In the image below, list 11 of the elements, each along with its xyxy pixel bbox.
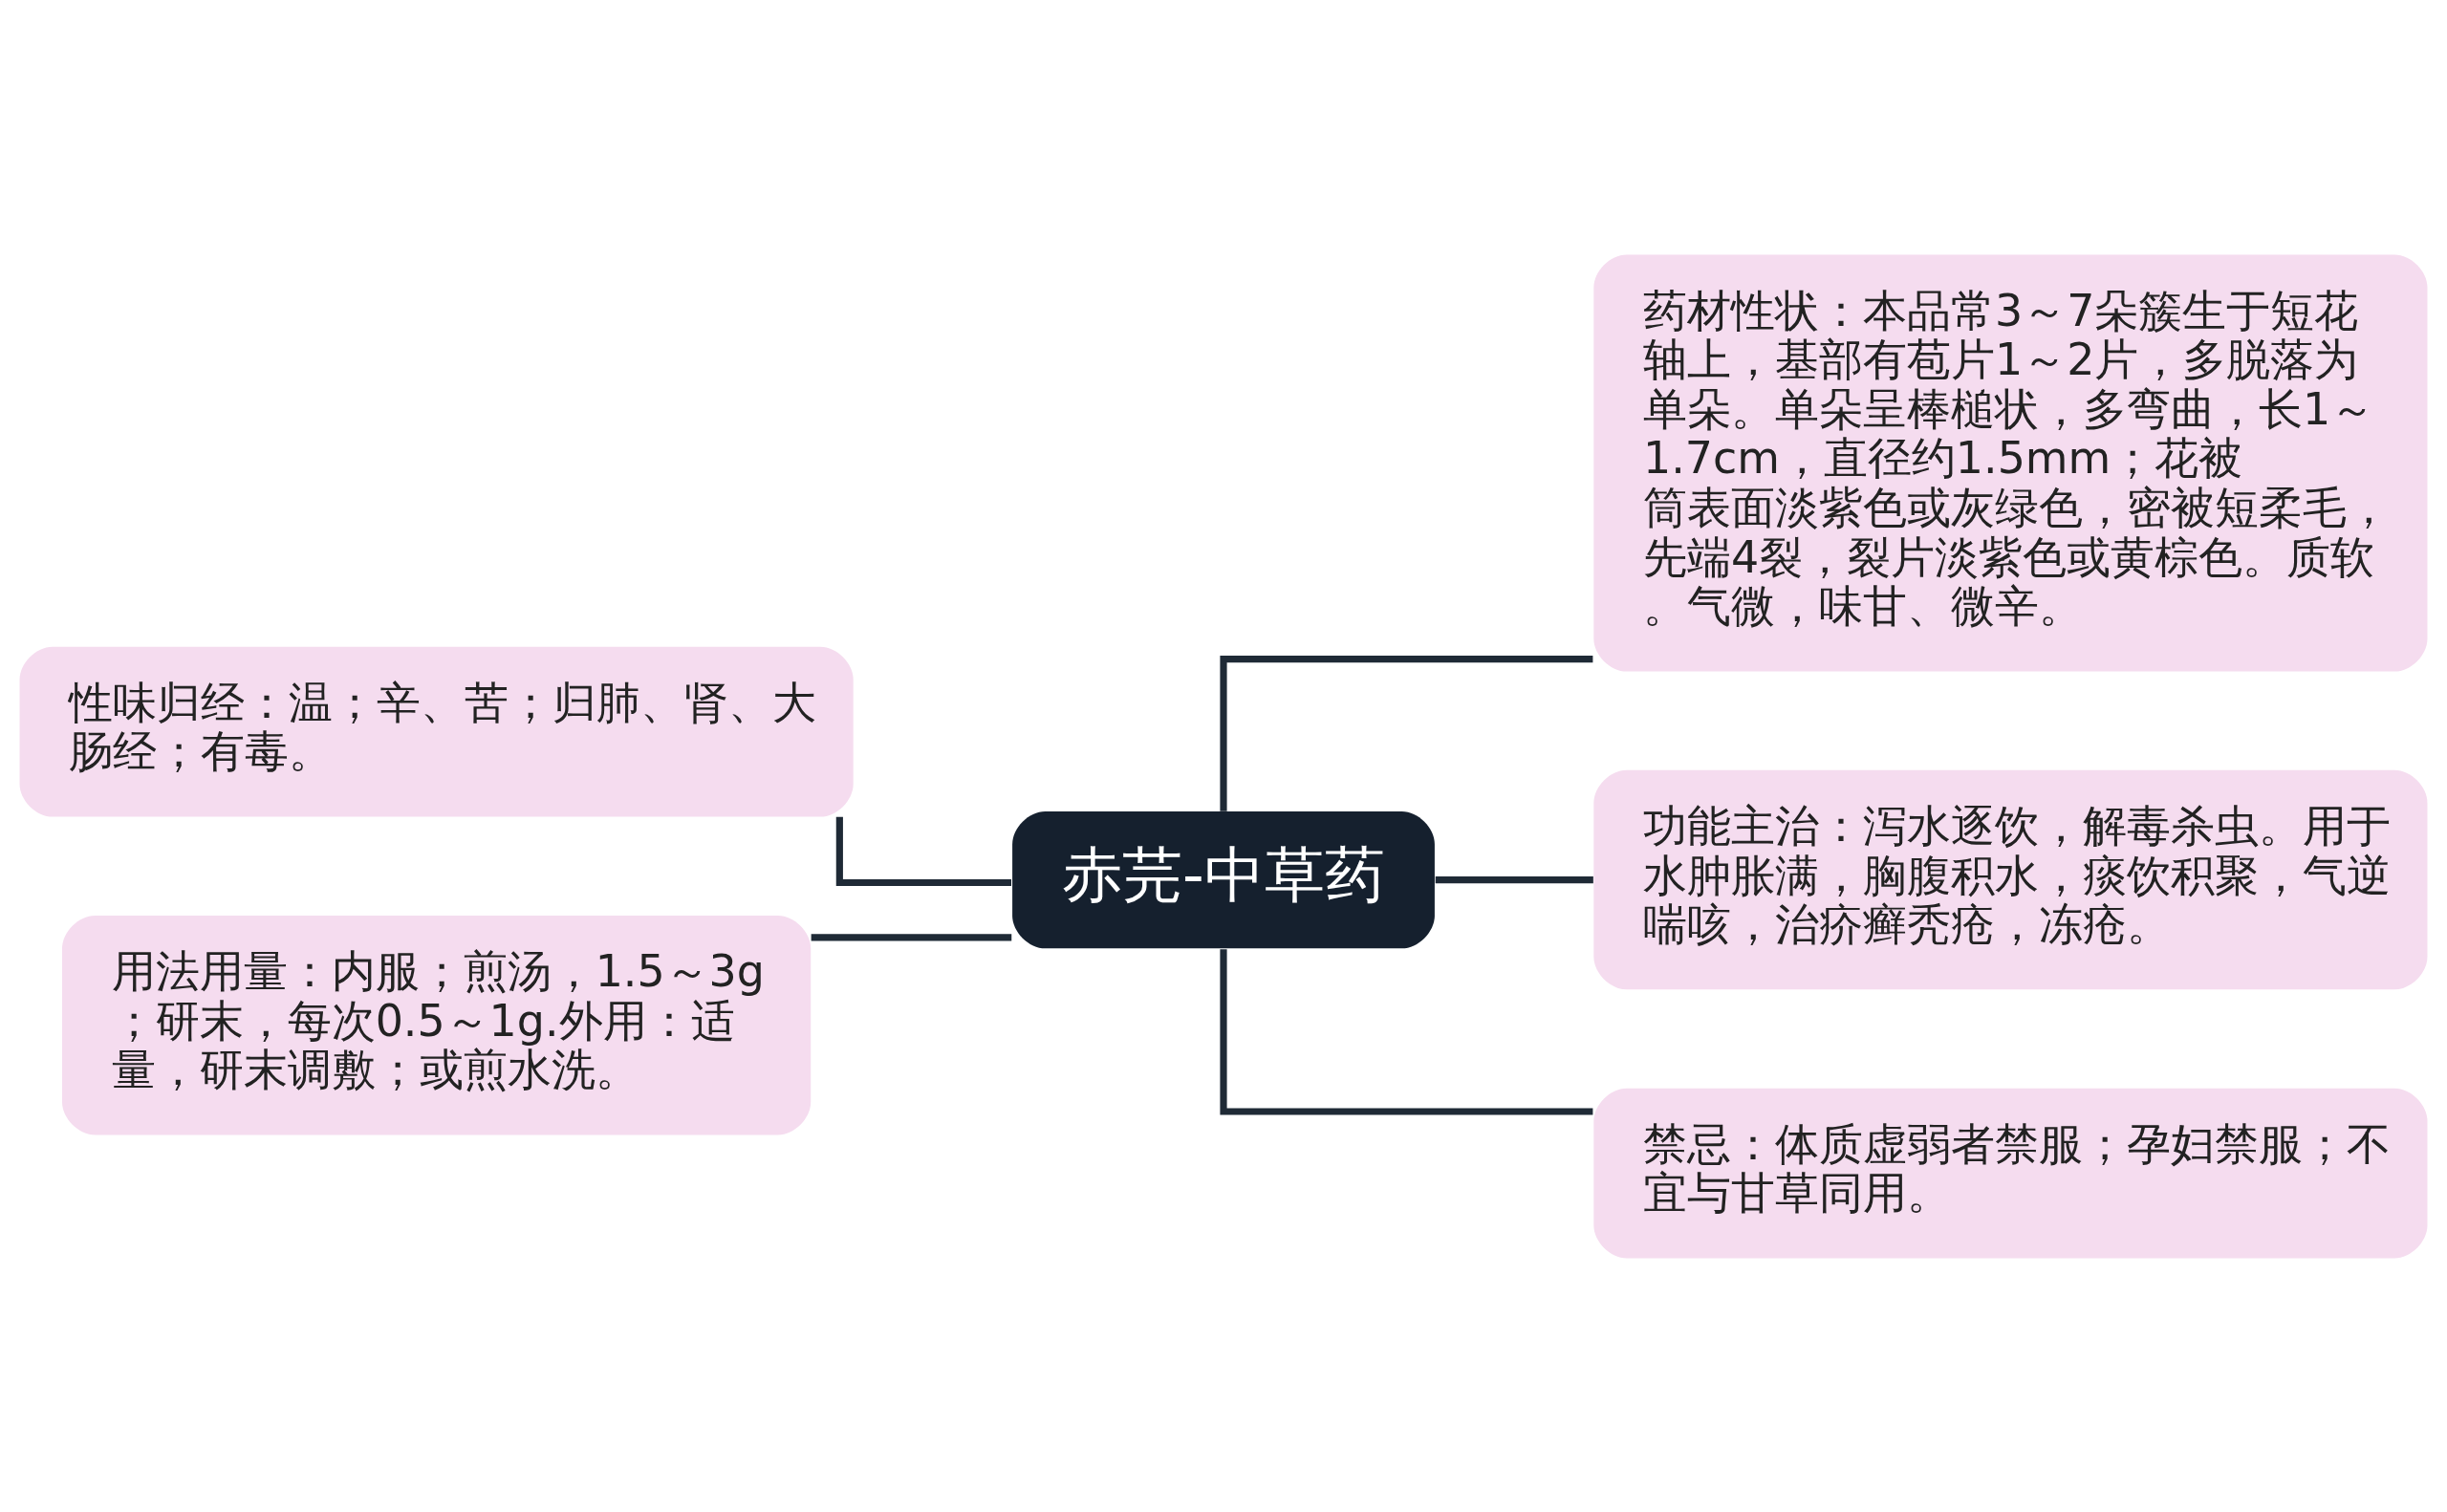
connector xyxy=(1220,655,1593,811)
connector xyxy=(835,816,1012,886)
connector xyxy=(1435,875,1593,883)
connector xyxy=(811,933,1012,940)
node-box: 赤芫-中草药 xyxy=(1012,810,1435,948)
node-box: 功能主治：泻水逐饮，解毒杀虫。用于水肿胀满，胸腹积水，痰饮积聚，气逆喘咳，治疥癣秃疮，冻疮。 xyxy=(1593,769,2428,989)
node-box: 禁忌：体质虚弱者禁服；孕妇禁服；不宜与甘草同用。 xyxy=(1593,1088,2428,1258)
node-box: 性味归经：温；辛、苦；归肺、肾、大肠经；有毒。 xyxy=(19,646,854,817)
node-box: 药材性状：本品常3～7朵簇生于短花轴上，基部有苞片1～2片，多脱落为单朵。单朵呈棒槌状，多弯曲，长1～1.7cm，直径约1.5mm；花被筒表面淡紫色或灰绿色，密被短柔毛，先端4裂，裂片淡紫色或黄棕色。质软。气微，味甘、微辛。 xyxy=(1593,254,2428,672)
connector xyxy=(1220,948,1593,1115)
node-box: 用法用量：内服；煎汤，1.5～3g；研末，每次0.5～1g.外用：适量，研末调敷；或煎水洗。 xyxy=(62,915,812,1134)
